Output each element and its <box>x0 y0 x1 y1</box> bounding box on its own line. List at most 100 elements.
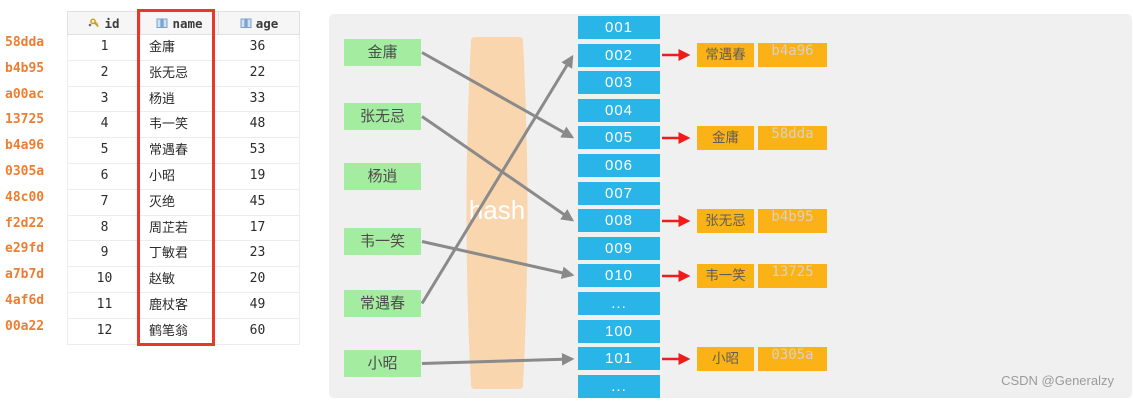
row-hash: b4b95 <box>5 60 45 76</box>
table-row: 5 常遇春 53 <box>67 138 300 164</box>
row-hash: 13725 <box>5 112 45 128</box>
row-hash: a7b7d <box>5 267 45 283</box>
column-header-label: name <box>172 15 203 31</box>
cell-id[interactable]: 12 <box>96 322 113 338</box>
column-icon <box>156 18 168 28</box>
cell-id[interactable]: 1 <box>100 39 109 54</box>
cell-name[interactable]: 丁敏君 <box>149 245 189 261</box>
cell-id[interactable]: 2 <box>100 64 109 80</box>
row-hash: b4a96 <box>5 138 45 154</box>
bucket-005: 005 <box>578 126 660 150</box>
bucket-100: 100 <box>578 319 660 343</box>
cell-age[interactable]: 19 <box>249 167 266 183</box>
cell-name[interactable]: 常遇春 <box>149 142 189 158</box>
column-header-age[interactable]: age <box>219 12 299 34</box>
column-header-label: id <box>104 15 120 31</box>
input-box-xiaozhao: 小昭 <box>344 350 421 377</box>
result-hash-008: b4b95 <box>758 209 827 233</box>
input-box-changyuchun: 常遇春 <box>344 290 421 317</box>
result-hash-010: 13725 <box>758 264 827 288</box>
primary-key-icon <box>89 18 100 28</box>
result-name-008: 张无忌 <box>697 209 754 233</box>
row-hash: f2d22 <box>5 215 45 231</box>
column-header-label: age <box>255 15 279 31</box>
cell-age[interactable]: 49 <box>249 296 266 312</box>
cell-age[interactable]: 45 <box>249 193 266 209</box>
result-name-101: 小昭 <box>697 347 754 371</box>
hash-diagram-panel <box>329 14 1132 398</box>
cell-age[interactable]: 60 <box>249 322 266 338</box>
table-row: 7 灭绝 45 <box>67 189 300 216</box>
bucket-003: 003 <box>578 71 660 95</box>
table-row: 6 小昭 19 <box>67 163 300 190</box>
table-row: 1 金庸 36 <box>67 35 300 61</box>
column-header-name[interactable]: name <box>141 12 219 34</box>
bucket-101: 101 <box>578 347 660 371</box>
bucket-009: 009 <box>578 236 660 260</box>
cell-name[interactable]: 赵敏 <box>149 271 176 287</box>
result-name-005: 金庸 <box>697 126 754 150</box>
cell-id[interactable]: 7 <box>100 193 109 209</box>
bucket-007: 007 <box>578 181 660 205</box>
cell-id[interactable]: 10 <box>96 271 113 287</box>
cell-name[interactable]: 张无忌 <box>149 64 189 80</box>
input-box-zhangwuji: 张无忌 <box>344 103 421 130</box>
cell-age[interactable]: 23 <box>249 245 266 261</box>
bucket-001: 001 <box>578 16 660 39</box>
cell-age[interactable]: 53 <box>249 142 266 158</box>
cell-age[interactable]: 33 <box>249 90 266 106</box>
cell-age[interactable]: 48 <box>249 116 266 132</box>
table-row: 11 鹿杖客 49 <box>67 292 300 319</box>
cell-age[interactable]: 20 <box>249 271 266 287</box>
column-icon <box>240 18 252 28</box>
cell-age[interactable]: 36 <box>249 39 266 54</box>
cell-name[interactable]: 杨逍 <box>149 90 176 106</box>
bucket-ellipsis-1: ... <box>578 292 660 315</box>
row-hash: 0305a <box>5 163 45 179</box>
watermark: CSDN @Generalzy <box>1001 373 1114 388</box>
bucket-002: 002 <box>578 43 660 67</box>
cell-id[interactable]: 8 <box>100 219 109 235</box>
cell-age[interactable]: 17 <box>249 219 266 235</box>
row-hash: 00a22 <box>5 318 45 334</box>
input-box-weiyixiao: 韦一笑 <box>344 228 421 255</box>
result-name-002: 常遇春 <box>697 43 754 67</box>
cell-id[interactable]: 3 <box>100 90 109 106</box>
column-header-id[interactable]: id <box>68 12 141 34</box>
cell-name[interactable]: 小昭 <box>149 167 176 183</box>
result-hash-002: b4a96 <box>758 43 827 67</box>
table-row: 8 周芷若 17 <box>67 215 300 242</box>
input-box-yangxiao: 杨逍 <box>344 163 421 190</box>
result-hash-101: 0305a <box>758 347 827 371</box>
cell-id[interactable]: 5 <box>100 142 109 158</box>
cell-name[interactable]: 周芷若 <box>149 219 189 235</box>
bucket-008: 008 <box>578 209 660 233</box>
cell-id[interactable]: 4 <box>100 116 109 132</box>
row-hash-column: 58dda b4b95 a00ac 13725 b4a96 0305a 48c0… <box>5 35 44 345</box>
cell-id[interactable]: 11 <box>96 296 113 312</box>
row-hash: e29fd <box>5 241 45 257</box>
hash-function-label: hash <box>468 195 526 225</box>
row-hash: 48c00 <box>5 189 45 205</box>
cell-id[interactable]: 9 <box>100 245 109 261</box>
result-name-010: 韦一笑 <box>697 264 754 288</box>
table-row: 4 韦一笑 48 <box>67 112 300 139</box>
bucket-010: 010 <box>578 264 660 288</box>
cell-name[interactable]: 灭绝 <box>149 193 176 209</box>
table-row: 12 鹤笔翁 60 <box>67 318 300 345</box>
bucket-006: 006 <box>578 154 660 177</box>
cell-name[interactable]: 韦一笑 <box>149 116 189 132</box>
row-hash: 58dda <box>5 35 45 50</box>
cell-name[interactable]: 鹿杖客 <box>149 296 189 312</box>
table-row: 2 张无忌 22 <box>67 60 300 87</box>
table-body: 1 金庸 36 2 张无忌 22 3 杨逍 33 4 韦一笑 48 5 常遇春 … <box>67 35 300 345</box>
table-row: 9 丁敏君 23 <box>67 241 300 268</box>
bucket-004: 004 <box>578 98 660 122</box>
row-hash: a00ac <box>5 86 45 102</box>
cell-age[interactable]: 22 <box>249 64 266 80</box>
cell-name[interactable]: 金庸 <box>149 39 176 54</box>
cell-name[interactable]: 鹤笔翁 <box>149 322 189 338</box>
cell-id[interactable]: 6 <box>100 167 109 183</box>
name-column-highlight-rect <box>137 9 215 346</box>
